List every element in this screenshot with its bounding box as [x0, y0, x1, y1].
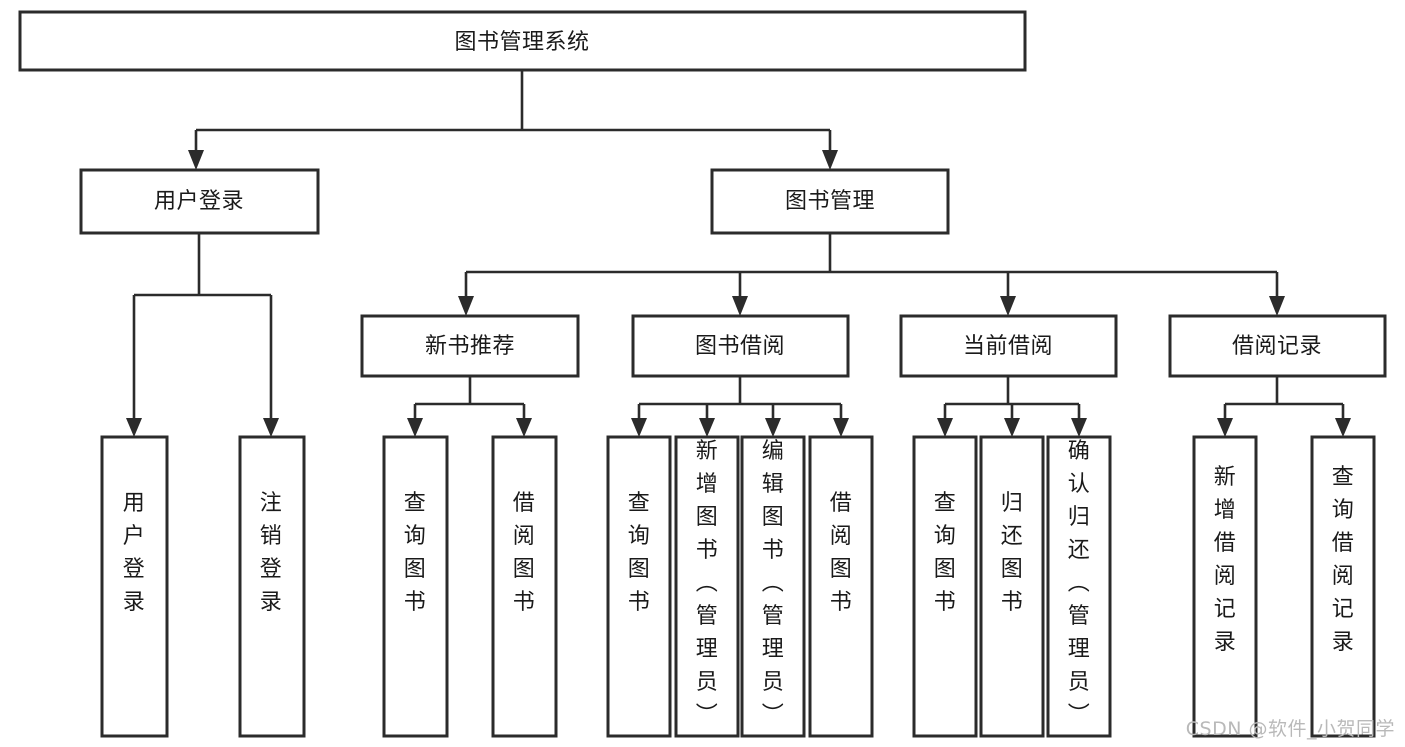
node-user-login[interactable]: 用户登录 — [79, 168, 320, 235]
leaf-current-return-label: 归还图书 — [1001, 491, 1024, 615]
arrow-icon-root-userlogin — [188, 150, 204, 170]
leaf-borrow-take-label: 借阅图书 — [830, 491, 853, 615]
arrow-icon-borrow-leaf-2 — [699, 418, 715, 437]
leaf-borrow-add-label: 新增图书︵管理员︶ — [696, 439, 719, 728]
arrow-icon-records-leaf-1 — [1217, 418, 1233, 437]
leaf-new-book-borrow-box[interactable] — [491, 435, 558, 738]
leaf-records-query-box[interactable] — [1310, 435, 1376, 738]
connector-layer — [126, 70, 1351, 437]
leaf-borrow-edit-label: 编辑图书︵管理员︶ — [762, 439, 785, 728]
arrow-icon-newbook-leaf-2 — [516, 418, 532, 437]
leaf-records-add-box[interactable] — [1192, 435, 1258, 738]
arrow-icon-bookmgmt-l3-1 — [458, 296, 474, 316]
leaf-borrow-query-box[interactable] — [606, 435, 672, 738]
arrow-icon-userlogin-leaf-2 — [263, 418, 279, 437]
arrow-icon-borrow-leaf-4 — [833, 418, 849, 437]
leaf-records-query-label: 查询借阅记录 — [1332, 465, 1355, 655]
csdn-watermark: CSDN @软件_小贺同学 — [1185, 718, 1395, 740]
leaf-user-login-signin-label: 用户登录 — [123, 491, 146, 615]
leaf-borrow-edit[interactable]: 编辑图书︵管理员︶ — [740, 435, 806, 738]
node-current-borrow-label: 当前借阅 — [963, 334, 1053, 359]
leaf-new-book-borrow[interactable]: 借阅图书 — [491, 435, 558, 738]
node-root[interactable]: 图书管理系统 — [18, 10, 1027, 72]
leaf-records-add-label: 新增借阅记录 — [1214, 465, 1237, 655]
leaf-borrow-take-box[interactable] — [808, 435, 874, 738]
leaf-new-book-borrow-label: 借阅图书 — [513, 491, 536, 615]
node-new-book-recommend-box[interactable] — [360, 314, 580, 378]
node-borrow-records-label: 借阅记录 — [1232, 334, 1322, 359]
node-borrow-records[interactable]: 借阅记录 — [1168, 314, 1387, 378]
node-book-borrow[interactable]: 图书借阅 — [631, 314, 850, 378]
arrow-icon-root-bookmgmt — [822, 150, 838, 170]
arrow-icon-current-leaf-2 — [1004, 418, 1020, 437]
arrow-icon-records-leaf-2 — [1335, 418, 1351, 437]
leaf-records-add[interactable]: 新增借阅记录 — [1192, 435, 1258, 738]
leaf-borrow-query-label: 查询图书 — [628, 491, 651, 615]
arrow-icon-current-leaf-1 — [937, 418, 953, 437]
arrow-icon-userlogin-leaf-1 — [126, 418, 142, 437]
arrow-icon-bookmgmt-l3-2 — [732, 296, 748, 316]
node-book-management-label: 图书管理 — [785, 189, 875, 214]
leaf-current-query-label: 查询图书 — [934, 491, 957, 615]
node-user-login-box[interactable] — [79, 168, 320, 235]
arrow-icon-bookmgmt-l3-4 — [1269, 296, 1285, 316]
leaf-current-query[interactable]: 查询图书 — [912, 435, 978, 738]
leaf-current-confirm-return[interactable]: 确认归还︵管理员︶ — [1046, 435, 1112, 738]
leaf-user-login-signout-label: 注销登录 — [260, 491, 283, 615]
leaf-new-book-query[interactable]: 查询图书 — [382, 435, 449, 738]
leaf-current-confirm-return-label: 确认归还︵管理员︶ — [1068, 439, 1091, 728]
leaf-new-book-query-box[interactable] — [382, 435, 449, 738]
arrow-icon-bookmgmt-l3-3 — [1000, 296, 1016, 316]
arrow-icon-current-leaf-3 — [1071, 418, 1087, 437]
leaf-new-book-query-label: 查询图书 — [404, 491, 427, 615]
leaf-borrow-add[interactable]: 新增图书︵管理员︶ — [674, 435, 740, 738]
node-new-book-recommend-label: 新书推荐 — [425, 334, 515, 359]
node-borrow-records-box[interactable] — [1168, 314, 1387, 378]
node-user-login-label: 用户登录 — [154, 189, 244, 214]
node-root-box[interactable] — [18, 10, 1027, 72]
node-book-management[interactable]: 图书管理 — [710, 168, 950, 235]
leaf-user-login-signout[interactable]: 注销登录 — [238, 435, 306, 738]
node-book-management-box[interactable] — [710, 168, 950, 235]
leaf-current-query-box[interactable] — [912, 435, 978, 738]
node-current-borrow[interactable]: 当前借阅 — [899, 314, 1118, 378]
arrow-icon-borrow-leaf-3 — [765, 418, 781, 437]
node-book-borrow-box[interactable] — [631, 314, 850, 378]
leaf-user-login-signin-box[interactable] — [100, 435, 169, 738]
leaf-borrow-query[interactable]: 查询图书 — [606, 435, 672, 738]
leaf-user-login-signout-box[interactable] — [238, 435, 306, 738]
arrow-icon-borrow-leaf-1 — [631, 418, 647, 437]
leaf-borrow-add-box[interactable] — [674, 435, 740, 738]
leaf-user-login-signin[interactable]: 用户登录 — [100, 435, 169, 738]
leaf-borrow-edit-box[interactable] — [740, 435, 806, 738]
node-current-borrow-box[interactable] — [899, 314, 1118, 378]
leaf-current-confirm-return-box[interactable] — [1046, 435, 1112, 738]
leaf-current-return-box[interactable] — [979, 435, 1045, 738]
leaf-borrow-take[interactable]: 借阅图书 — [808, 435, 874, 738]
node-book-borrow-label: 图书借阅 — [695, 334, 785, 359]
node-new-book-recommend[interactable]: 新书推荐 — [360, 314, 580, 378]
node-root-label: 图书管理系统 — [454, 30, 589, 55]
leaf-current-return[interactable]: 归还图书 — [979, 435, 1045, 738]
leaf-records-query[interactable]: 查询借阅记录 — [1310, 435, 1376, 738]
arrow-icon-newbook-leaf-1 — [407, 418, 423, 437]
